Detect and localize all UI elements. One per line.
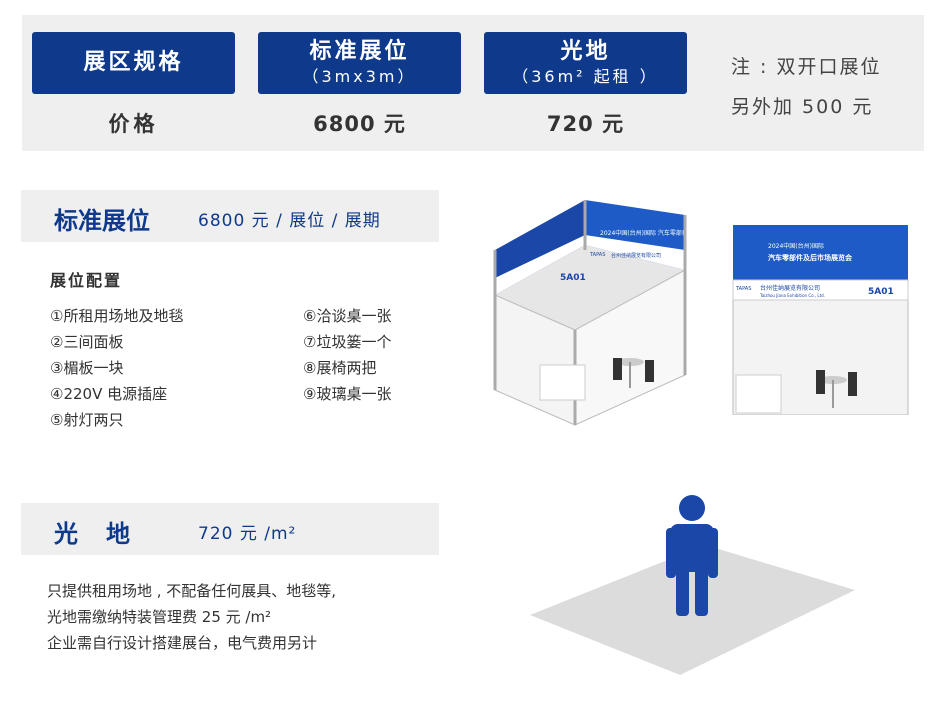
corner-logo: TAPAS (589, 252, 605, 258)
note-line-2: 另外加 500 元 (731, 96, 874, 118)
flat-logo: TAPAS (735, 286, 751, 292)
standard-booth-header: 标准展位 （3mx3m） (258, 32, 461, 94)
config-item: ④220V 电源插座 (50, 385, 168, 403)
raw-space-section-price: 720 元 /m² (198, 524, 297, 544)
raw-space-price: 720 元 (546, 112, 625, 136)
config-item: ⑦垃圾篓一个 (303, 333, 392, 351)
corner-number: 5A01 (560, 273, 586, 283)
note-line-1: 注 : 双开口展位 (731, 56, 882, 78)
config-item: ②三间面板 (50, 333, 124, 351)
standard-booth-header-title: 标准展位 (309, 39, 410, 64)
config-item: ⑤射灯两只 (50, 411, 124, 429)
standard-section-price: 6800 元 / 展位 / 展期 (198, 211, 381, 231)
corner-company: 台州佳纳展览有限公司 (611, 252, 661, 259)
standard-section-bar (21, 190, 439, 242)
spec-header: 展区规格 (32, 32, 235, 94)
standard-booth-header-size: （3mx3m） (302, 67, 417, 86)
person-icon (666, 495, 718, 616)
raw-space-header-title: 光地 (560, 39, 611, 64)
flat-number: 5A01 (868, 287, 894, 297)
config-item: ⑧展椅两把 (303, 359, 377, 377)
config-item: ⑨玻璃桌一张 (303, 385, 392, 403)
spec-header-label: 展区规格 (83, 50, 184, 75)
flat-company-en: Taizhou Jiana Exhibition Co., Ltd. (759, 293, 825, 298)
corner-booth-image: 2024中国(台州)国际 汽车零部件及后市场展览会 TAPAS 台州佳纳展览有限… (493, 200, 705, 426)
flat-banner-big: 汽车零部件及后市场展览会 (768, 253, 853, 262)
floor-plane (530, 545, 855, 675)
config-item: ⑥洽谈桌一张 (303, 307, 392, 325)
standard-price: 6800 元 (313, 112, 406, 136)
config-item: ①所租用场地及地毯 (50, 307, 184, 325)
price-label: 价格 (108, 112, 159, 136)
config-heading: 展位配置 (50, 271, 123, 290)
raw-space-desc-line: 光地需缴纳特装管理费 25 元 /m² (47, 608, 272, 626)
standard-section-title: 标准展位 (54, 207, 150, 235)
raw-space-desc-line: 只提供租用场地 , 不配备任何展具、地毯等, (47, 582, 337, 600)
raw-space-header-min: （36m² 起租 ） (512, 67, 659, 86)
raw-space-header: 光地 （36m² 起租 ） (484, 32, 687, 94)
flat-banner-small: 2024中国(台州)国际 (768, 242, 824, 250)
raw-space-section-title: 光 地 (54, 520, 132, 548)
inline-booth-image: 2024中国(台州)国际 汽车零部件及后市场展览会 TAPAS 台州佳纳展览有限… (732, 225, 909, 415)
config-item: ③楣板一块 (50, 359, 124, 377)
raw-space-image (530, 495, 855, 675)
flat-company: 台州佳纳展览有限公司 (760, 284, 820, 292)
raw-space-section-bar (21, 503, 439, 555)
raw-space-desc-line: 企业需自行设计搭建展台，电气费用另计 (47, 634, 318, 652)
corner-banner-text: 2024中国(台州)国际 汽车零部件及后市场展览会 (600, 229, 705, 237)
